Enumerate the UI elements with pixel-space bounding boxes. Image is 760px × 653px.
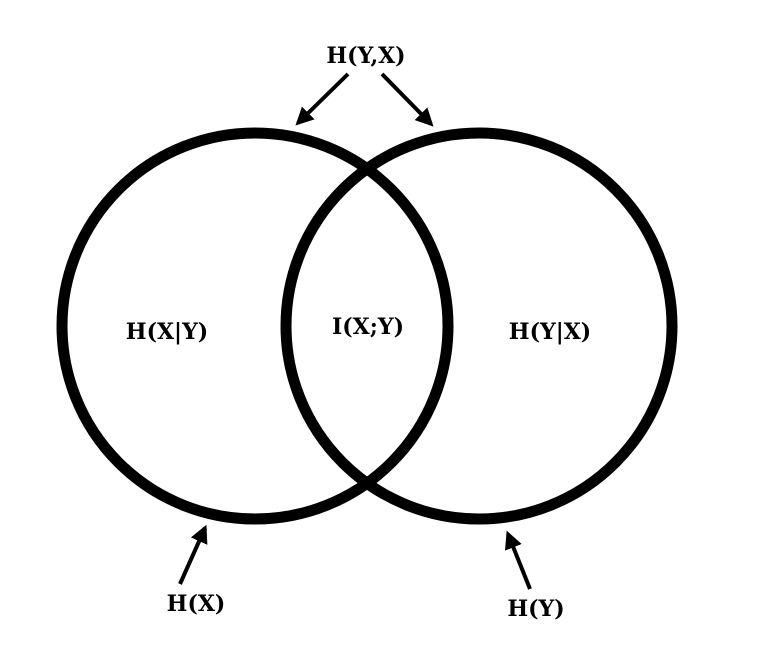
label-joint-entropy: H(Y,X): [326, 43, 405, 69]
arrow-hx-to-circle-x: [178, 524, 208, 585]
label-conditional-x-given-y: H(X|Y): [126, 319, 208, 345]
label-conditional-y-given-x: H(Y|X): [509, 319, 591, 345]
label-entropy-y: H(Y): [507, 596, 564, 622]
label-mutual-information: I(X;Y): [332, 314, 404, 340]
arrow-hy-to-circle-y: [504, 530, 532, 590]
circle-x: [56, 127, 454, 525]
arrow-joint-to-y: [380, 72, 434, 127]
arrow-joint-to-x: [295, 72, 350, 126]
circle-y: [280, 127, 678, 525]
label-entropy-x: H(X): [167, 591, 226, 617]
